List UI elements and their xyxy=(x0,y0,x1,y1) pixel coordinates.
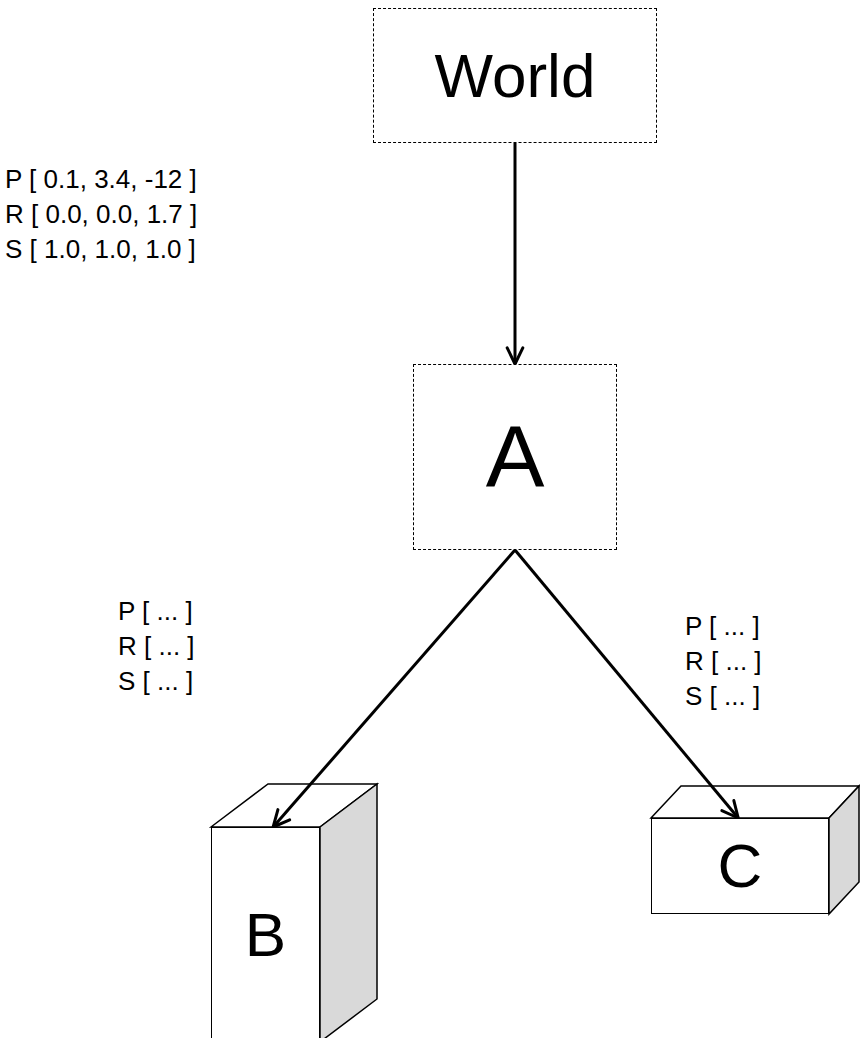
transform-value: S [ ... ] xyxy=(683,682,762,712)
parent-child-arrow xyxy=(273,550,515,827)
transform-value: P [ ... ] xyxy=(116,597,195,627)
box-top-face xyxy=(651,786,859,818)
transform-node: A xyxy=(413,364,617,550)
box-object: B xyxy=(211,827,320,1038)
arrow-head xyxy=(273,810,290,827)
transform-value: R [ ... ] xyxy=(116,632,197,662)
box-side-face xyxy=(320,784,377,1038)
transform-value: P [ 0.1, 3.4, -12 ] xyxy=(3,165,199,195)
node-title: B xyxy=(245,904,286,966)
transform-value: P [ ... ] xyxy=(683,612,762,642)
box-faces xyxy=(211,827,212,828)
transform-value: R [ 0.0, 0.0, 1.7 ] xyxy=(3,200,199,230)
box-object: C xyxy=(651,818,829,914)
arrow-head xyxy=(722,801,738,818)
transform-node: World xyxy=(373,8,657,143)
node-title: C xyxy=(718,835,763,897)
transform-value: R [ ... ] xyxy=(683,647,764,677)
transform-value: S [ ... ] xyxy=(116,667,195,697)
arrow-shaft xyxy=(273,550,515,827)
arrow-shaft xyxy=(514,143,517,364)
node-title: A xyxy=(486,413,545,501)
transform-value: S [ 1.0, 1.0, 1.0 ] xyxy=(3,235,198,265)
node-title: World xyxy=(435,45,596,107)
box-faces xyxy=(651,818,652,819)
box-side-face xyxy=(829,786,859,914)
arrow-head xyxy=(507,348,523,364)
parent-child-arrow xyxy=(507,143,523,364)
